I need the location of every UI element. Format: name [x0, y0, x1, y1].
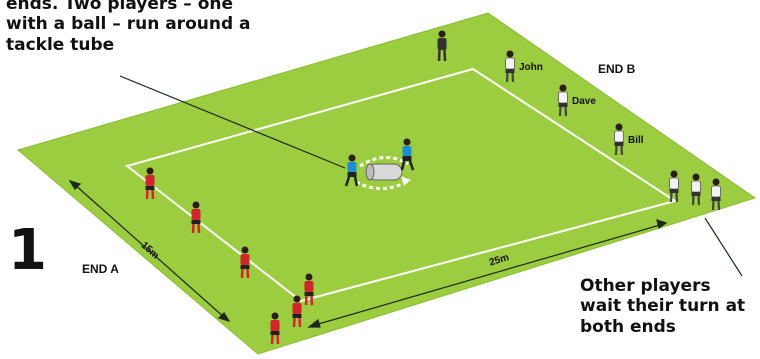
note-line: Other players: [580, 276, 760, 296]
waiting-players-caption: Other players wait their turn at both en…: [580, 276, 760, 337]
drill-number: 1: [8, 218, 47, 283]
note-callout-line: [705, 218, 742, 276]
note-line: both ends: [580, 317, 760, 337]
player-name-john: John: [519, 62, 543, 73]
intro-line: tackle tube: [6, 35, 306, 55]
end-a-label: END A: [82, 262, 119, 276]
intro-line: with a ball – run around a: [6, 14, 306, 34]
intro-caption: ends. Two players – one with a ball – ru…: [6, 0, 306, 55]
player-name-dave: Dave: [572, 96, 596, 107]
player-name-bill: Bill: [628, 135, 644, 146]
intro-line: ends. Two players – one: [6, 0, 306, 14]
end-b-label: END B: [598, 62, 635, 76]
note-line: wait their turn at: [580, 296, 760, 316]
